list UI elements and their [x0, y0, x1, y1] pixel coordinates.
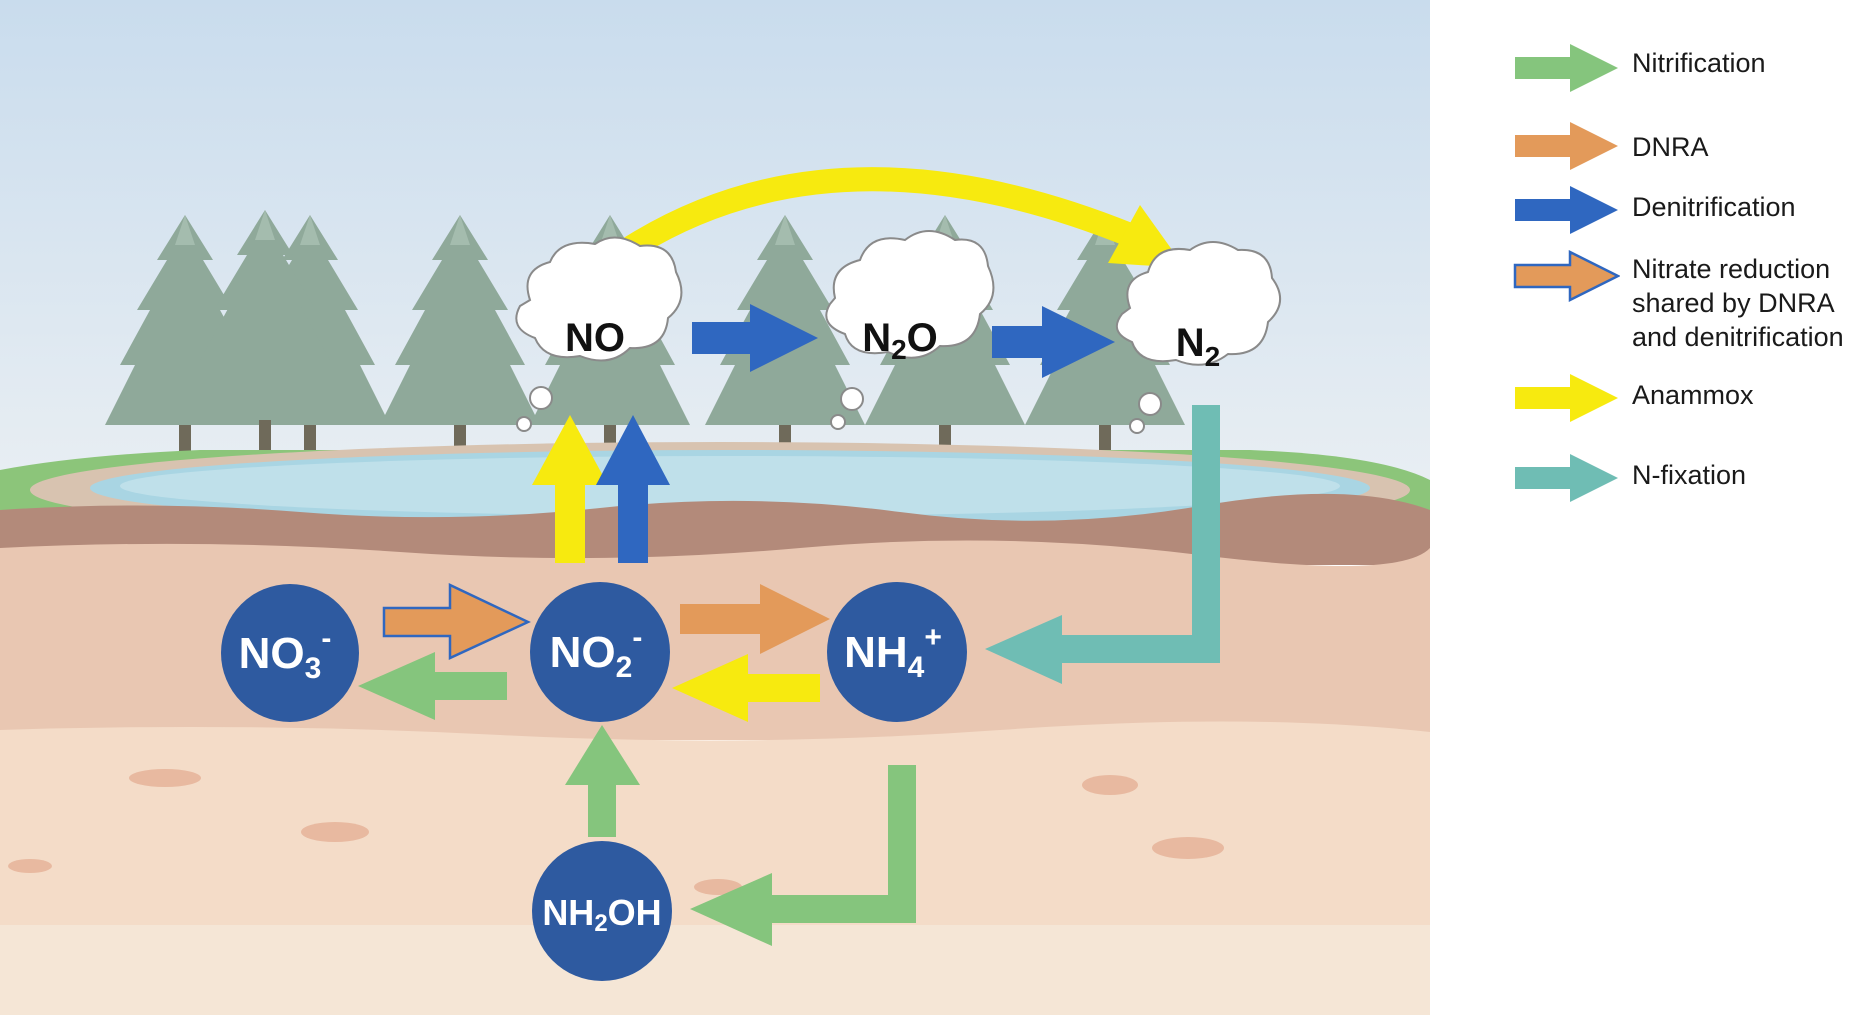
legend-item-nitrate-reduction: Nitrate reduction shared by DNRA and den… [1500, 250, 1844, 354]
legend-arrow-icon [1513, 250, 1620, 302]
legend-label: N-fixation [1632, 460, 1747, 490]
legend-label: Nitrification [1632, 48, 1766, 78]
node-label-no3-sub: 3 [305, 652, 322, 685]
nitrification-arrow-no2-no3 [358, 652, 507, 720]
node-no3: NO3- [221, 584, 359, 722]
denitrification-arrow-no-n2o [692, 304, 818, 372]
node-label-no3-sup: - [321, 622, 331, 655]
legend-label: DNRA [1632, 132, 1709, 162]
nitrification-arrow-nh2oh-no2 [565, 725, 640, 837]
node-label-no2-sup: - [632, 621, 642, 654]
node-no2: NO2- [530, 582, 670, 722]
legend-item-anammox: Anammox [1500, 372, 1754, 424]
node-label-no2-main: NO [550, 628, 616, 677]
soil-layer-bottom [0, 925, 1430, 1015]
legend-item-dnra: DNRA [1500, 120, 1709, 172]
node-label-n2o-main: N [862, 316, 891, 360]
node-nh2oh: NH2OH [532, 841, 672, 981]
anammox-arrow-nh4-no2 [672, 654, 820, 722]
legend-arrow-icon [1515, 454, 1618, 502]
legend-label: Denitrification [1632, 192, 1796, 222]
legend-item-nitrification: Nitrification [1500, 42, 1766, 94]
node-label-n2o-tail: O [907, 316, 938, 360]
cloud-n2: N2 [1115, 241, 1281, 434]
soil-layer-2 [0, 540, 1430, 740]
node-label-n2-sub: 2 [1205, 341, 1221, 372]
node-label-nh4-sub: 4 [908, 651, 925, 684]
node-label-nh2oh-main: NH [542, 892, 594, 933]
legend-arrow-icon [1515, 374, 1618, 422]
node-label-nh2oh-tail: OH [608, 892, 662, 933]
denitrification-arrow-n2o-n2 [992, 306, 1115, 378]
svg-text:NH2OH: NH2OH [542, 892, 661, 937]
n-fixation-arrow [985, 405, 1220, 684]
legend-arrow-icon [1515, 186, 1618, 234]
node-label-no: NO [565, 316, 625, 360]
pond-highlight [120, 456, 1340, 516]
svg-text:NH4+: NH4+ [844, 621, 942, 684]
cloud-no: NO [515, 236, 683, 432]
legend-arrow-icon [1515, 122, 1618, 170]
svg-text:NO2-: NO2- [550, 621, 643, 684]
dnra-arrow-no2-nh4 [680, 584, 830, 654]
legend-label: Nitrate reduction shared by DNRA and den… [1632, 254, 1844, 352]
nitrate-reduction-arrow [382, 583, 531, 660]
node-label-n2-main: N [1176, 321, 1205, 365]
legend-label: Anammox [1632, 380, 1754, 410]
svg-text:NO3-: NO3- [239, 622, 332, 685]
node-label-no2-sub: 2 [616, 651, 633, 684]
node-label-nh2oh-sub: 2 [594, 910, 607, 937]
cloud-n2o: N2O [825, 230, 995, 430]
legend: Nitrification DNRA Denitrification Nitra… [1500, 0, 1860, 1015]
legend-arrow-icon [1515, 44, 1618, 92]
node-label-no3-main: NO [239, 629, 305, 678]
legend-item-denitrification: Denitrification [1500, 184, 1796, 236]
node-label-n2o-sub: 2 [891, 334, 907, 365]
nitrification-arrow-nh4-nh2oh [690, 765, 916, 946]
legend-item-n-fixation: N-fixation [1500, 452, 1746, 504]
denitrification-arrow-up [596, 415, 670, 563]
node-label-nh4-main: NH [844, 628, 908, 677]
node-label-nh4-sup: + [924, 621, 942, 654]
soil-layer-3 [0, 721, 1430, 930]
anammox-arrow-up [532, 415, 608, 563]
node-nh4: NH4+ [827, 582, 967, 722]
nitrogen-cycle-scene: NO N2O N2 NO3- NO2- NH4+ NH2OH [0, 0, 1430, 1015]
svg-text:N2O: N2O [862, 316, 938, 365]
soil-pebbles [8, 769, 1224, 895]
svg-text:N2: N2 [1176, 321, 1220, 372]
